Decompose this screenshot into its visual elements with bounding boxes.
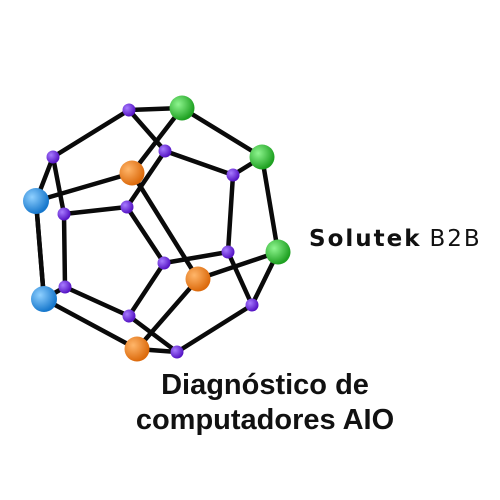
molecule-atoms	[23, 95, 291, 362]
atom-purple	[226, 168, 240, 182]
atom-purple	[245, 298, 259, 312]
brand-name: Solutek	[309, 226, 422, 252]
atom-purple	[58, 280, 72, 294]
atom-green	[265, 239, 291, 265]
atom-green	[169, 95, 195, 121]
brand-wordmark: Solutek B2B	[309, 226, 482, 252]
atom-purple	[221, 245, 235, 259]
atom-purple	[170, 345, 184, 359]
title-line-2: computadores AIO	[135, 404, 395, 436]
atom-orange	[119, 160, 145, 186]
atom-blue	[23, 188, 49, 214]
atom-purple	[122, 309, 136, 323]
atom-purple	[120, 200, 134, 214]
page-title: Diagnóstico de computadores AIO	[100, 368, 430, 438]
atom-purple	[158, 144, 172, 158]
atom-blue	[31, 286, 57, 312]
atom-orange	[185, 266, 211, 292]
atom-green	[249, 144, 275, 170]
atom-orange	[124, 336, 150, 362]
atom-purple	[46, 150, 60, 164]
title-line-1: Diagnóstico de	[161, 369, 369, 401]
atom-purple	[122, 103, 136, 117]
molecule-bonds	[33, 105, 281, 355]
atom-purple	[57, 207, 71, 221]
atom-purple	[157, 256, 171, 270]
brand-suffix: B2B	[429, 226, 482, 252]
